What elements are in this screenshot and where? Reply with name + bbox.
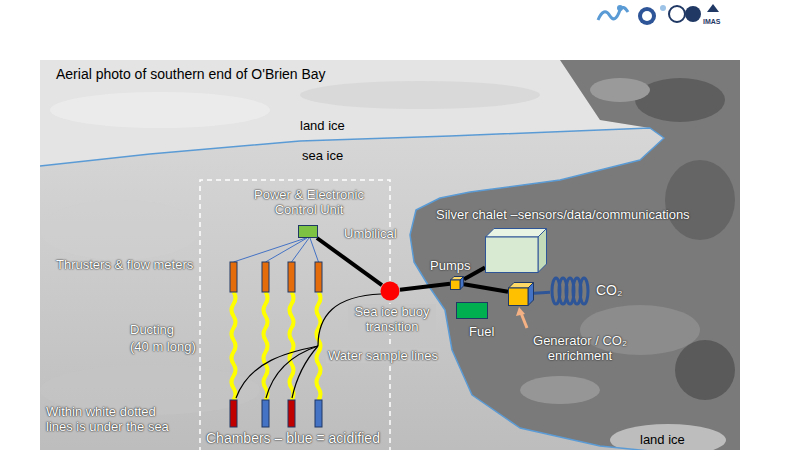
pointer-arrow <box>521 313 527 328</box>
chalet-box: Silver chalet –sensors/data/communicatio… <box>485 228 547 273</box>
pointer-arrowhead <box>516 307 525 316</box>
control-unit-box: Power & Electronic Control Unit <box>298 225 318 238</box>
land-ice-area <box>40 60 650 166</box>
ducting <box>232 292 236 400</box>
map-label: Chambers – blue = acidified <box>206 430 380 446</box>
node-label: CO₂ <box>596 283 622 298</box>
logo-swirl <box>598 7 628 20</box>
node-label: Fuel <box>469 324 494 339</box>
cable-connector <box>400 284 450 290</box>
rock-patch <box>665 160 735 240</box>
logo-imas-icon <box>707 4 719 12</box>
control-wire <box>310 238 319 262</box>
snow-patch <box>610 424 726 450</box>
ice-streak <box>50 92 270 128</box>
node-label: Generator / CO₂ enrichment <box>524 333 636 363</box>
logo-group <box>598 4 719 25</box>
cube-front <box>451 280 461 290</box>
sample-line <box>292 346 318 398</box>
ice-streak <box>300 81 540 109</box>
buoy-circle: Sea ice buoy transition <box>380 281 400 301</box>
node-label: Pumps <box>430 258 470 273</box>
logo-ace-inner <box>642 11 652 21</box>
logo-crest <box>685 6 701 22</box>
control-wires <box>234 238 319 262</box>
map-label: (40 m long) <box>130 339 196 354</box>
generator-box-outline <box>508 282 534 306</box>
thruster <box>288 262 295 292</box>
map-label: Water sample lines <box>326 348 440 363</box>
cube-top <box>486 229 547 238</box>
control-chamber <box>288 400 295 427</box>
control-chamber <box>230 400 237 427</box>
coastline <box>40 128 664 450</box>
acidified-chamber <box>315 400 322 427</box>
map-label: Within white dotted lines is under the s… <box>46 404 186 434</box>
map-label: Ducting <box>130 322 174 337</box>
rock-area <box>410 60 740 450</box>
map-label: sea ice <box>302 148 343 163</box>
pump-box: Pumps <box>450 276 464 290</box>
rock-patch <box>635 78 725 122</box>
map-label: Umbilical <box>344 226 397 241</box>
rock-patch <box>675 340 735 400</box>
cable-connector <box>317 238 382 285</box>
cube-front <box>509 288 529 306</box>
cube-side <box>538 229 547 273</box>
cube-side <box>528 283 534 306</box>
map-label: IMAS <box>703 17 721 26</box>
cube-side <box>460 277 464 290</box>
co2-coil-outline <box>550 276 590 306</box>
title-text: Aerial photo of southern end of O'Brien … <box>56 66 326 82</box>
logo-dot <box>660 5 666 11</box>
co2-coil: CO₂ <box>550 276 590 306</box>
acidified-chamber <box>262 400 269 427</box>
sample-line <box>266 346 318 398</box>
cable-connector <box>534 291 550 295</box>
node-label: Silver chalet –sensors/data/communicatio… <box>436 207 690 222</box>
logo-seal <box>669 6 685 22</box>
generator-box: Generator / CO₂ enrichment <box>508 282 534 306</box>
pump-box-outline <box>450 276 464 290</box>
control-wire <box>234 238 307 262</box>
buoy-circle-outline <box>380 281 400 301</box>
thruster <box>315 262 322 292</box>
logo-dot <box>617 5 623 11</box>
rock-patch <box>590 78 650 102</box>
thrusters <box>230 262 322 292</box>
map-label: land ice <box>300 118 345 133</box>
node-label: Power & Electronic Control Unit <box>248 187 370 217</box>
cube-front <box>486 237 539 273</box>
control-wire <box>292 238 310 262</box>
ice-streak <box>40 200 200 260</box>
buoy-dot <box>381 282 400 301</box>
node-label: Sea ice buoy transition <box>348 304 436 334</box>
map-label: Thrusters & flow meters <box>56 257 193 272</box>
cable-connector <box>464 284 508 292</box>
thruster <box>262 262 269 292</box>
logo-ace <box>638 7 656 25</box>
map-label: land ice <box>640 432 685 447</box>
rock-patch <box>520 376 600 404</box>
fuel-tank: Fuel <box>456 302 488 319</box>
sample-line <box>236 346 318 398</box>
coil-loop <box>580 278 588 304</box>
thruster <box>230 262 237 292</box>
ducting <box>264 292 268 400</box>
chambers <box>230 400 322 427</box>
ducting <box>290 292 294 400</box>
chalet-box-outline <box>485 228 547 273</box>
